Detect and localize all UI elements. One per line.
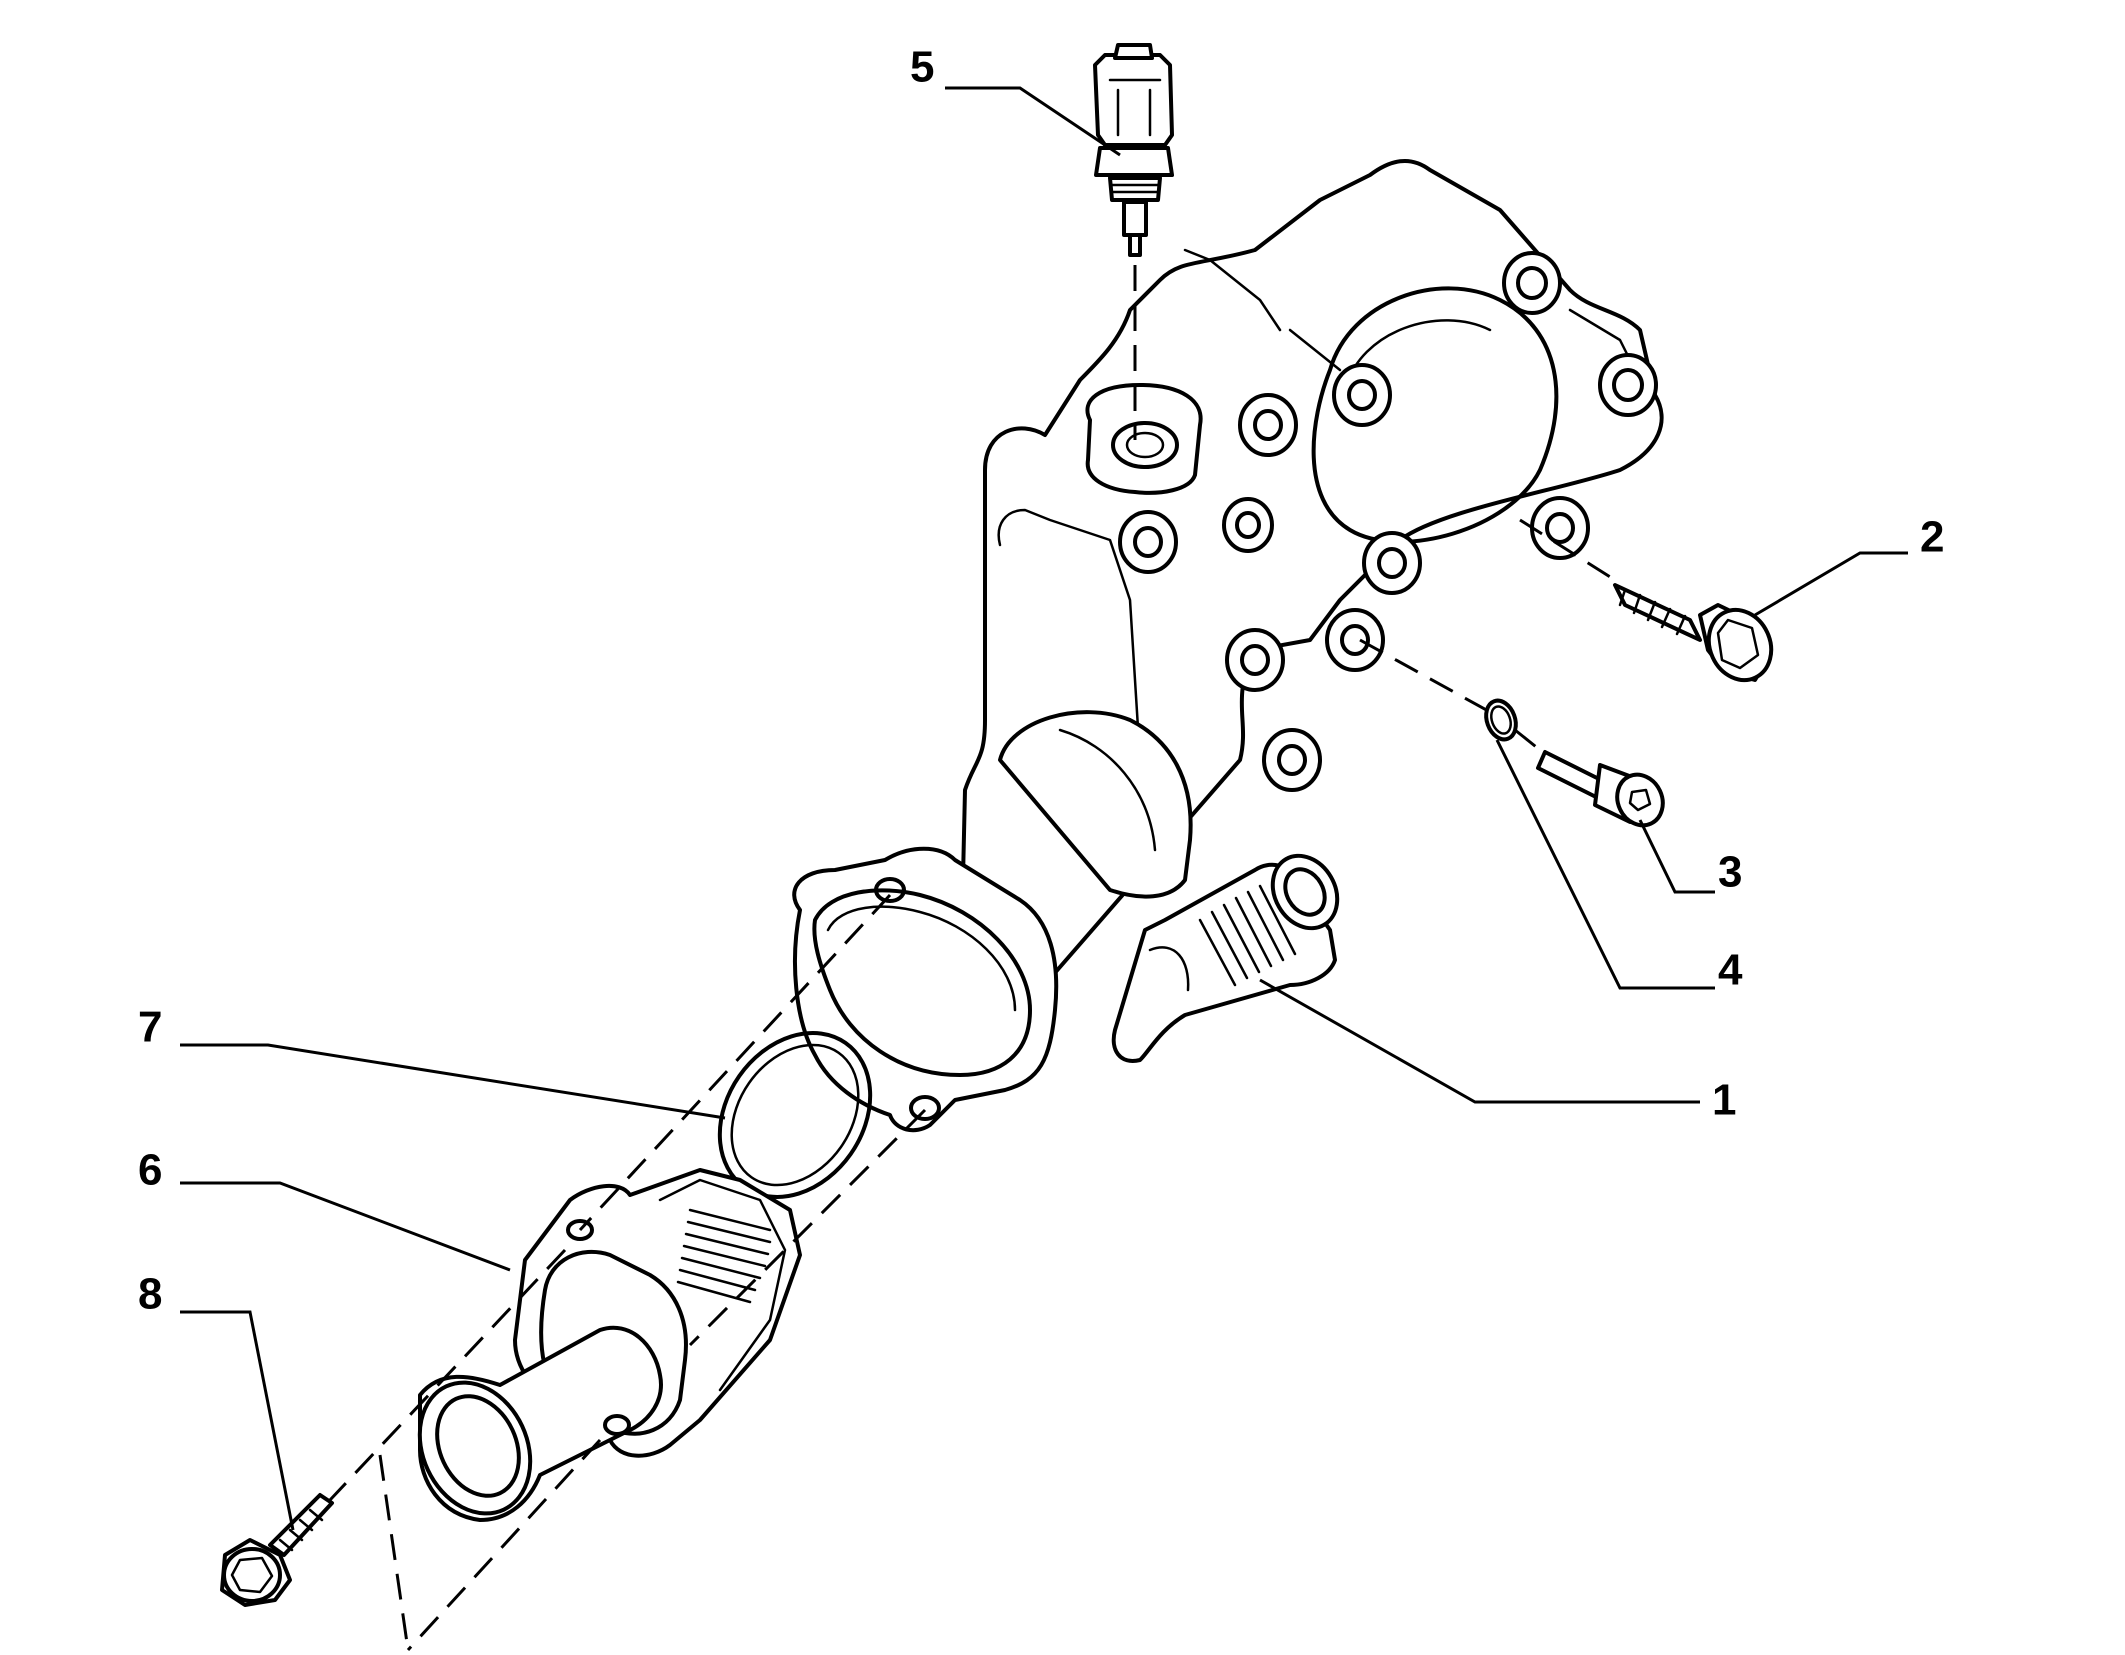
leader-7 [180, 1043, 726, 1120]
thermostat-housing-part-1 [792, 158, 1664, 1133]
callout-7: 7 [138, 1003, 162, 1052]
assembly-dash-lines [328, 265, 1616, 1652]
callout-2: 2 [1920, 513, 1944, 562]
thermostat-part-6 [417, 1168, 802, 1522]
callout-4: 4 [1718, 946, 1743, 995]
callout-6: 6 [138, 1146, 162, 1195]
leader-8 [180, 1310, 295, 1531]
leader-1 [1259, 978, 1700, 1104]
callout-labels: 1 2 3 4 5 6 7 8 [138, 43, 1944, 1319]
boss-lugs [1118, 251, 1658, 792]
leader-lines [180, 86, 1908, 1531]
flange-bolt-part-8 [220, 1493, 334, 1607]
callout-8: 8 [138, 1270, 162, 1319]
spigot-ridges [1198, 884, 1297, 987]
leader-5 [945, 86, 1121, 157]
socket-screw-part-3 [1536, 750, 1665, 828]
flange-bolt-part-2 [1613, 583, 1774, 683]
leader-4 [1495, 739, 1715, 990]
leader-6 [180, 1181, 511, 1272]
callout-5: 5 [910, 43, 934, 92]
leader-2 [1754, 551, 1908, 617]
callout-3: 3 [1718, 848, 1742, 897]
o-ring-small-part-4 [1484, 698, 1518, 742]
temperature-sensor-part-5 [1093, 43, 1174, 257]
leader-3 [1638, 819, 1715, 894]
callout-1: 1 [1712, 1076, 1736, 1125]
